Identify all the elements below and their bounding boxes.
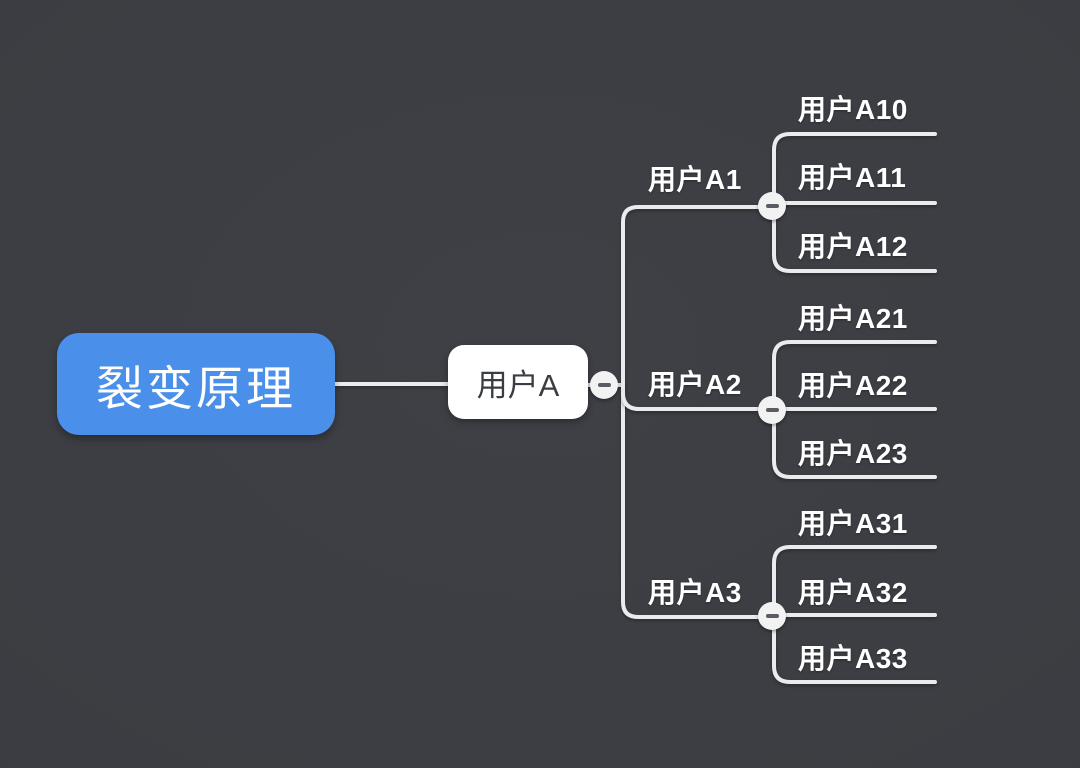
leaf-node-a23[interactable]: 用户A23 (798, 438, 908, 469)
leaf-node-a11[interactable]: 用户A11 (798, 162, 907, 193)
leaf-node-a31[interactable]: 用户A31 (798, 508, 908, 539)
branch-node-a3[interactable]: 用户A3 (648, 577, 742, 608)
collapse-button-branch-a3[interactable] (758, 602, 786, 630)
minus-icon (597, 383, 611, 387)
leaf-node-a22[interactable]: 用户A22 (798, 370, 908, 401)
minus-icon (765, 408, 779, 412)
root-node[interactable]: 裂变原理 (57, 333, 335, 435)
minus-icon (765, 204, 779, 208)
leaf-node-a32[interactable]: 用户A32 (798, 577, 908, 608)
minus-icon (765, 614, 779, 618)
leaf-node-a21[interactable]: 用户A21 (798, 303, 908, 334)
collapse-button-user-a[interactable] (590, 371, 618, 399)
collapse-button-branch-a1[interactable] (758, 192, 786, 220)
leaf-node-a12[interactable]: 用户A12 (798, 231, 908, 262)
leaf-node-a10[interactable]: 用户A10 (798, 94, 908, 125)
branch-node-a1[interactable]: 用户A1 (648, 164, 742, 195)
node-user-a[interactable]: 用户A (448, 345, 588, 419)
branch-node-a2[interactable]: 用户A2 (648, 369, 742, 400)
collapse-button-branch-a2[interactable] (758, 396, 786, 424)
leaf-node-a33[interactable]: 用户A33 (798, 643, 908, 674)
